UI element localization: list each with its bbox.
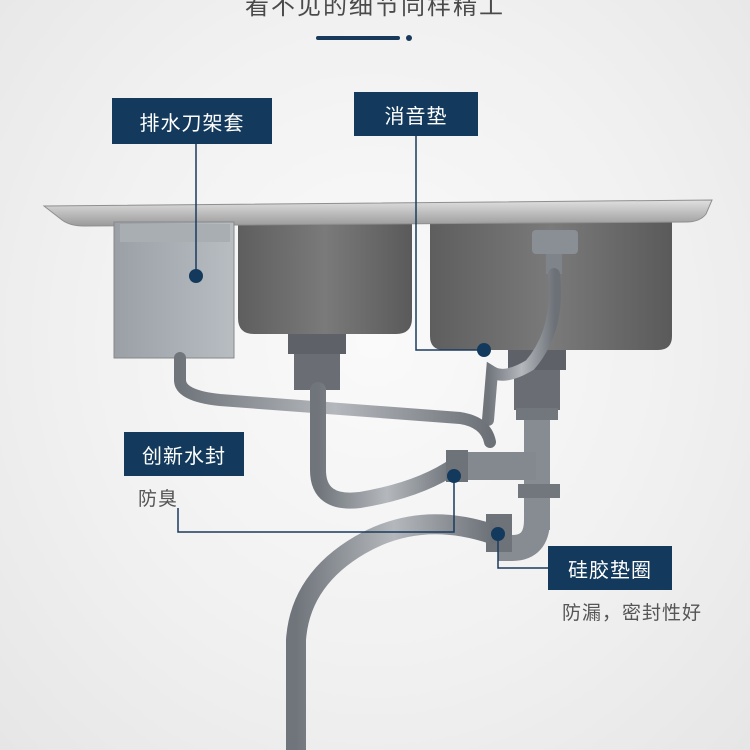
callout-dot-water-seal [447,469,461,483]
callout-gasket-label: 硅胶垫圈 [568,557,652,582]
callout-water-seal-note: 防臭 [138,488,179,510]
callout-dot-knife-holder [189,269,203,283]
right-drain-body [514,370,560,410]
title-underline [316,36,400,40]
sink-rim [42,199,713,227]
callout-gasket: 硅胶垫圈 [548,546,672,590]
callout-knife-holder: 排水刀架套 [112,98,272,144]
outlet-hose [286,514,502,750]
overflow-cap [532,230,578,254]
knife-holder-top [120,224,230,242]
left-basin-hose [310,382,464,509]
left-drain-nut [288,334,346,354]
callout-silencer: 消音垫 [354,92,478,136]
overflow-hose [482,268,561,426]
callout-gasket-note: 防漏，密封性好 [562,602,703,624]
callout-dot-gasket [491,527,505,541]
callout-dot-silencer [477,343,491,357]
callout-water-seal: 创新水封 [124,432,244,476]
callout-water-seal-label: 创新水封 [142,443,226,468]
callout-silencer-label: 消音垫 [384,103,448,128]
water-seal-trap [498,519,550,561]
knife-holder-box [113,221,235,359]
knife-holder-hose [174,352,496,448]
callout-knife-holder-label: 排水刀架套 [139,110,245,135]
tee-fitting [456,452,536,480]
header-title: 看不见的细节同样精工 [245,0,505,20]
title-dot [406,35,412,41]
left-basin [238,220,412,334]
